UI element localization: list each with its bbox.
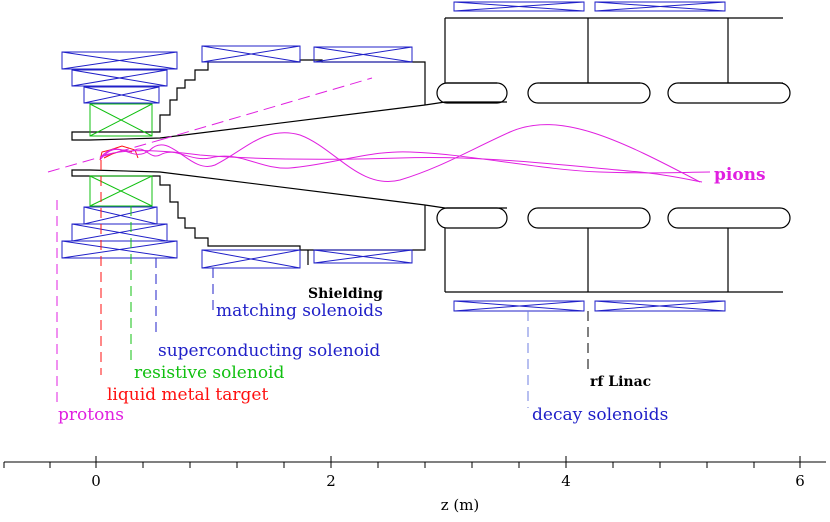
tick-label-0: 0: [91, 472, 101, 490]
label-liquid-metal-target: liquid metal target: [107, 385, 268, 405]
shielding-outline: [71, 59, 426, 265]
label-resistive-solenoid: resistive solenoid: [134, 363, 284, 383]
rf-linac-cells: [424, 17, 791, 293]
label-protons: protons: [58, 405, 124, 425]
label-rf-linac: rf Linac: [590, 374, 651, 390]
decay-solenoid-coils: [453, 1, 726, 312]
label-matching-solenoids: matching solenoids: [216, 301, 383, 321]
pion-trajectories: [99, 124, 711, 183]
superconducting-coils: [61, 51, 178, 259]
matching-solenoid-coils: [201, 45, 413, 269]
axis-title: z (m): [441, 496, 480, 514]
label-shielding: Shielding: [308, 286, 383, 302]
label-pions: pions: [714, 165, 766, 185]
tick-label-4: 4: [561, 472, 571, 490]
label-superconducting-solenoid: superconducting solenoid: [158, 341, 380, 361]
tick-label-2: 2: [326, 472, 336, 490]
resistive-coils: [89, 103, 153, 207]
tick-label-6: 6: [795, 472, 805, 490]
label-decay-solenoids: decay solenoids: [532, 405, 668, 425]
z-axis: [3, 456, 826, 468]
leader-lines: [56, 160, 589, 408]
